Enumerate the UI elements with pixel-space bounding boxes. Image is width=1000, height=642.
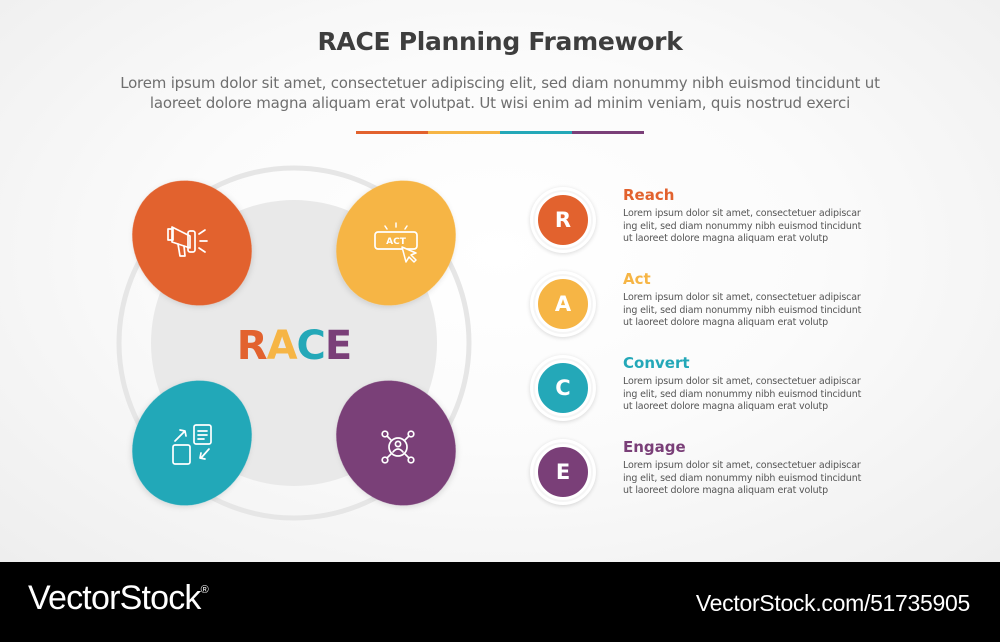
race-cycle-diagram: ACT — [116, 165, 472, 521]
registered-mark: ® — [200, 584, 209, 596]
legend-text-engage: Lorem ipsum dolor sit amet, consectetuer… — [623, 460, 862, 496]
legend-row-convert: C Convert Lorem ipsum dolor sit amet, co… — [530, 354, 960, 435]
subtitle-line: Lorem ipsum dolor sit amet, consectetuer… — [120, 74, 880, 92]
subtitle-line: laoreet dolore magna aliquam erat volutp… — [149, 94, 851, 112]
core-letter-r: R — [236, 323, 268, 369]
legend-text-act: Lorem ipsum dolor sit amet, consectetuer… — [623, 292, 862, 328]
stock-reference: VectorStock.com/51735905 — [695, 590, 970, 616]
act-button-icon: ACT — [374, 222, 418, 263]
legend-title-engage: Engage — [623, 438, 686, 456]
core-letter-c: C — [296, 323, 326, 369]
race-core-word: RACE — [194, 323, 394, 369]
color-rule-act — [428, 131, 500, 134]
badge-ring: A — [530, 271, 596, 337]
color-rule-engage — [572, 131, 644, 134]
page-title: RACE Planning Framework — [317, 27, 683, 56]
petal-convert — [132, 380, 252, 506]
petal-engage — [336, 380, 456, 506]
page-subtitle: Lorem ipsum dolor sit amet, consectetuer… — [70, 73, 930, 113]
network-user-icon — [381, 430, 415, 464]
brand-logo: VectorStock® — [28, 579, 209, 618]
legend-text-convert: Lorem ipsum dolor sit amet, consectetuer… — [623, 376, 862, 412]
legend-row-reach: R Reach Lorem ipsum dolor sit amet, cons… — [530, 186, 960, 267]
convert-exchange-icon — [172, 424, 212, 465]
outer-ring — [116, 165, 472, 521]
badge-letter-a: A — [535, 276, 591, 332]
legend-title-reach: Reach — [623, 186, 675, 204]
badge-letter-r: R — [535, 192, 591, 248]
legend-text-reach: Lorem ipsum dolor sit amet, consectetuer… — [623, 208, 862, 244]
infographic-canvas: RACE Planning Framework Lorem ipsum dolo… — [0, 0, 1000, 562]
color-rule-reach — [356, 131, 428, 134]
core-letter-a: A — [266, 323, 298, 369]
badge-ring: E — [530, 439, 596, 505]
legend-row-engage: E Engage Lorem ipsum dolor sit amet, con… — [530, 438, 960, 519]
petal-reach — [132, 180, 252, 306]
legend-title-convert: Convert — [623, 354, 690, 372]
footer-bar: VectorStock® VectorStock.com/51735905 — [0, 562, 1000, 642]
megaphone-icon — [167, 226, 208, 257]
petal-act: ACT — [336, 180, 456, 306]
badge-letter-c: C — [535, 360, 591, 416]
legend-title-act: Act — [623, 270, 651, 288]
core-letter-e: E — [324, 323, 352, 369]
legend-row-act: A Act Lorem ipsum dolor sit amet, consec… — [530, 270, 960, 351]
badge-letter-e: E — [535, 444, 591, 500]
brand-name: VectorStock — [28, 579, 201, 617]
badge-ring: R — [530, 187, 596, 253]
color-rule-convert — [500, 131, 572, 134]
act-icon-text: ACT — [386, 237, 407, 247]
badge-ring: C — [530, 355, 596, 421]
